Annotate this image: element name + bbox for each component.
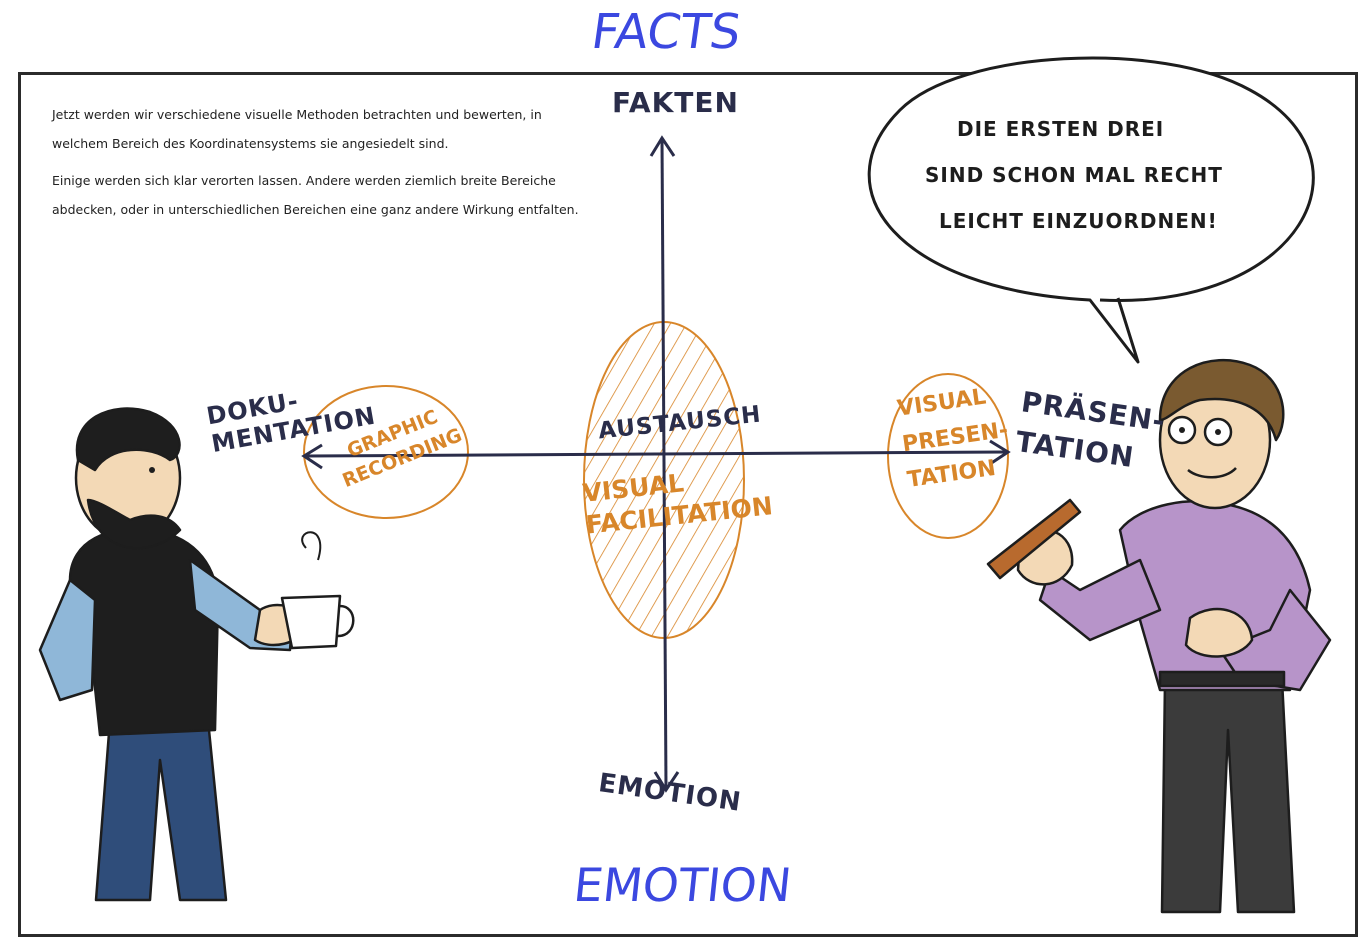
axis-arrow-up	[649, 135, 676, 157]
axis-label-facts: FAKTEN	[612, 86, 739, 119]
horizontal-axis	[305, 450, 1007, 458]
axis-arrow-down	[653, 771, 680, 793]
intro-text: Jetzt werden wir verschiedene visuelle M…	[52, 100, 592, 232]
axis-arrow-left	[301, 443, 323, 470]
bubble-line-1: DIE ERSTEN DREI	[957, 117, 1165, 141]
vertical-axis	[660, 139, 668, 789]
intro-paragraph-2: Einige werden sich klar verorten lassen.…	[52, 173, 579, 217]
bubble-line-3: LEICHT EINZUORDNEN!	[939, 209, 1218, 233]
diagram-frame	[18, 72, 1358, 937]
speech-bubble	[867, 56, 1315, 364]
axis-arrow-right	[989, 439, 1011, 466]
visual-presentation-label: VISUAL PRESEN- TATION	[895, 377, 1016, 499]
speech-bubble-text: DIE ERSTEN DREI SIND SCHON MAL RECHT LEI…	[925, 106, 1223, 244]
graphic-recording-region	[303, 385, 469, 519]
intro-paragraph-1: Jetzt werden wir verschiedene visuelle M…	[52, 107, 542, 151]
visual-presentation-region	[887, 373, 1009, 539]
bubble-line-2: SIND SCHON MAL RECHT	[925, 163, 1223, 187]
right-character	[986, 358, 1332, 914]
left-character	[38, 407, 355, 902]
